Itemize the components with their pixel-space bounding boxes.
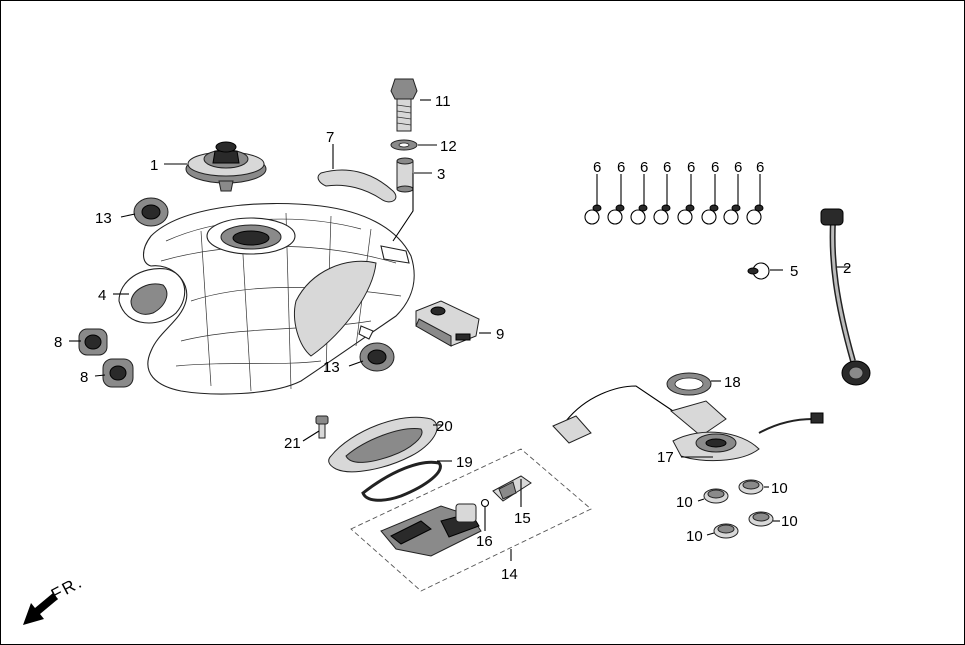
label-part-8: 8 xyxy=(80,369,88,386)
fuel-pump-assembly xyxy=(350,448,592,592)
label-part-6: 6 xyxy=(711,159,719,176)
heat-shield-plate xyxy=(317,169,397,203)
flange-nut xyxy=(748,511,774,527)
label-part-6: 6 xyxy=(663,159,671,176)
label-part-6: 6 xyxy=(617,159,625,176)
label-part-9: 9 xyxy=(496,326,504,343)
label-part-6: 6 xyxy=(640,159,648,176)
label-part-3: 3 xyxy=(437,166,445,183)
fuel-cap xyxy=(185,141,267,192)
label-part-10: 10 xyxy=(676,494,693,511)
hose-clamps xyxy=(584,204,764,225)
label-part-17: 17 xyxy=(657,449,674,466)
gasket xyxy=(666,372,712,396)
label-part-13: 13 xyxy=(95,210,112,227)
front-direction-indicator: FR. xyxy=(23,572,86,625)
hose-clamp xyxy=(677,204,695,225)
label-part-2: 2 xyxy=(843,260,851,277)
label-part-6: 6 xyxy=(593,159,601,176)
label-part-6: 6 xyxy=(687,159,695,176)
label-part-1: 1 xyxy=(150,157,158,174)
fuel-tank xyxy=(118,202,415,395)
clip xyxy=(747,262,770,280)
label-part-13: 13 xyxy=(323,359,340,376)
fuel-hose xyxy=(820,208,871,386)
label-part-20: 20 xyxy=(436,418,453,435)
hose-clamp xyxy=(701,204,719,225)
label-part-14: 14 xyxy=(501,566,518,583)
label-part-7: 7 xyxy=(326,129,334,146)
label-part-10: 10 xyxy=(686,528,703,545)
fuel-level-sensor xyxy=(552,385,824,462)
label-part-4: 4 xyxy=(98,287,106,304)
label-part-16: 16 xyxy=(476,533,493,550)
grommet-lower xyxy=(359,342,395,372)
screw xyxy=(315,415,329,439)
collar xyxy=(396,157,414,193)
label-part-12: 12 xyxy=(440,138,457,155)
label-part-5: 5 xyxy=(790,263,798,280)
washer xyxy=(390,139,418,151)
damper-lower xyxy=(102,358,134,388)
bolt xyxy=(390,78,418,132)
flange-nut xyxy=(703,488,729,504)
hose-clamp xyxy=(653,204,671,225)
label-part-6: 6 xyxy=(756,159,764,176)
flange-nut xyxy=(738,479,764,495)
leader-lines xyxy=(69,99,849,561)
pump-gasket xyxy=(361,460,442,502)
damper-upper xyxy=(78,328,108,356)
flange-nut xyxy=(713,523,739,539)
label-part-15: 15 xyxy=(514,510,531,527)
label-part-10: 10 xyxy=(771,480,788,497)
label-part-18: 18 xyxy=(724,374,741,391)
label-part-11: 11 xyxy=(435,93,451,110)
pump-cover xyxy=(328,416,438,473)
flange-nuts xyxy=(703,479,774,539)
front-direction-label: FR. xyxy=(48,572,86,604)
hose-clamp xyxy=(607,204,625,225)
canister-module xyxy=(415,300,480,347)
label-part-21: 21 xyxy=(284,435,301,452)
grommet-upper xyxy=(133,197,169,227)
hose-clamp xyxy=(746,204,764,225)
label-part-19: 19 xyxy=(456,454,473,471)
label-part-10: 10 xyxy=(781,513,798,530)
front-arrow-icon xyxy=(23,593,58,625)
label-part-6: 6 xyxy=(734,159,742,176)
label-part-8: 8 xyxy=(54,334,62,351)
hose-clamp xyxy=(630,204,648,225)
hose-clamp xyxy=(584,204,602,225)
part-labels: 1 2 3 4 5 6 6 6 6 6 6 6 6 7 8 8 9 10 10 … xyxy=(54,93,851,583)
hose-clamp xyxy=(723,204,741,225)
